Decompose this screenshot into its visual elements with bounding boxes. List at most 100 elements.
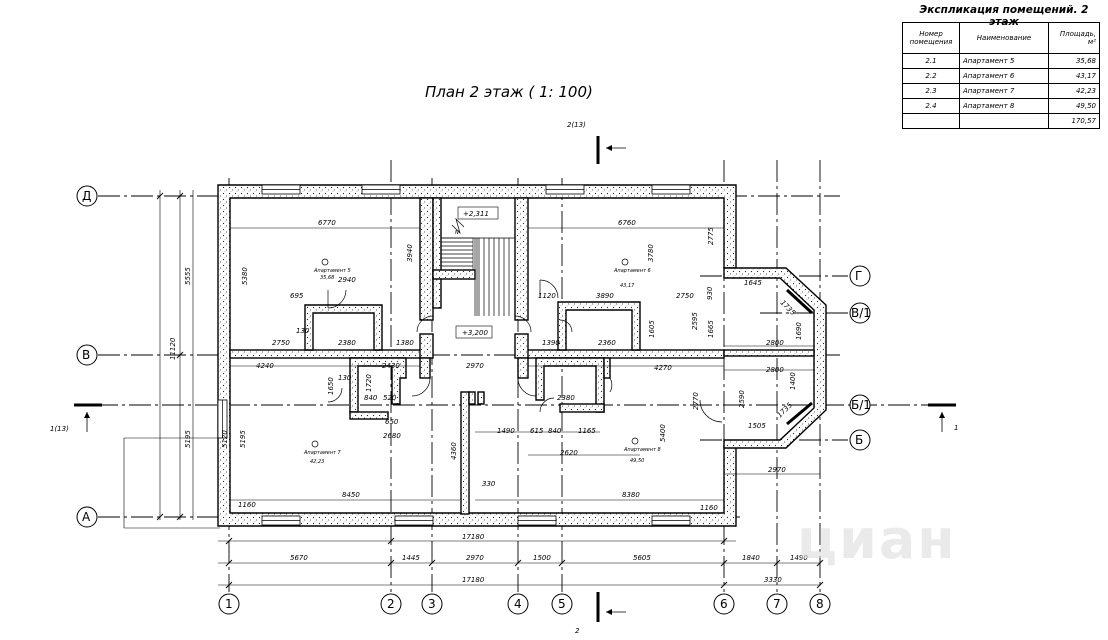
svg-text:2595: 2595 — [691, 312, 699, 330]
svg-text:1735: 1735 — [779, 299, 798, 318]
room-name: Апартамент 8 — [623, 447, 661, 453]
dim-5605: 5605 — [633, 554, 651, 562]
inner-walls — [229, 197, 815, 515]
svg-text:Б/1: Б/1 — [851, 398, 871, 412]
svg-text:1380: 1380 — [396, 339, 414, 347]
svg-text:3: 3 — [428, 597, 436, 611]
svg-text:520: 520 — [383, 394, 397, 402]
svg-text:2380: 2380 — [557, 394, 575, 402]
svg-text:1165: 1165 — [578, 427, 596, 435]
dim-5195: 5195 — [184, 430, 192, 448]
svg-text:615: 615 — [530, 427, 544, 435]
svg-text:1645: 1645 — [744, 279, 762, 287]
dim-5555: 5555 — [184, 267, 192, 285]
room-area: 43,17 — [620, 283, 635, 289]
svg-text:840: 840 — [548, 427, 562, 435]
table-row: 2.2 Апартамент 6 43,17 — [902, 68, 1100, 84]
axis-bubbles-vertical: 1 2 3 4 5 6 7 8 — [218, 593, 831, 615]
table-row: 2.4 Апартамент 8 49,50 — [902, 98, 1100, 114]
svg-text:1490: 1490 — [497, 427, 515, 435]
svg-text:1390: 1390 — [542, 339, 560, 347]
door-swings — [327, 279, 723, 423]
svg-text:1665: 1665 — [707, 320, 715, 338]
svg-text:130: 130 — [338, 374, 352, 382]
svg-text:2970: 2970 — [768, 466, 786, 474]
svg-text:2430: 2430 — [382, 362, 400, 370]
svg-text:8380: 8380 — [622, 491, 640, 499]
col-header-name: Наименование — [959, 22, 1049, 54]
svg-text:2620: 2620 — [560, 449, 578, 457]
svg-text:В/1: В/1 — [851, 306, 871, 320]
stair-north-mark: N — [455, 230, 459, 236]
col-header-number: Номер помещения — [902, 22, 960, 54]
dimension-lines — [123, 190, 820, 586]
section-left-label: 1(13) — [50, 425, 69, 433]
level-mark-1: +2,311 — [463, 210, 489, 218]
table-total-row: 170,57 — [902, 113, 1100, 129]
svg-text:695: 695 — [290, 292, 304, 300]
svg-text:6770: 6770 — [318, 219, 336, 227]
svg-text:3940: 3940 — [406, 244, 414, 262]
svg-text:2590: 2590 — [738, 390, 746, 408]
svg-text:Д: Д — [82, 189, 91, 203]
dim-1840: 1840 — [742, 554, 760, 562]
svg-text:650: 650 — [385, 418, 399, 426]
room-name: Апартамент 6 — [613, 268, 651, 274]
section-right-label: 1 — [954, 424, 958, 432]
room-name: Апартамент 7 — [303, 450, 342, 456]
room-name: Апартамент 5 — [313, 268, 351, 274]
staircase — [440, 217, 515, 316]
svg-text:4270: 4270 — [654, 364, 672, 372]
dimension-ticks — [156, 192, 824, 589]
svg-text:5: 5 — [558, 597, 566, 611]
svg-text:330: 330 — [482, 480, 496, 488]
svg-text:А: А — [82, 510, 91, 524]
svg-text:В: В — [82, 348, 90, 362]
section-marks: 2(13) 2 1(13) 1 — [50, 121, 958, 635]
outer-walls — [217, 184, 827, 527]
svg-text:1120: 1120 — [538, 292, 556, 300]
dim-5195b: 5195 — [239, 430, 247, 448]
dim-1490: 1490 — [790, 554, 808, 562]
svg-text:2800: 2800 — [766, 366, 784, 374]
axis-bubbles-horizontal: Д Г В/1 В Б/1 Б А — [76, 185, 871, 528]
svg-text:4: 4 — [514, 597, 522, 611]
windows — [217, 184, 814, 526]
dim-1500: 1500 — [533, 554, 551, 562]
svg-text:2770: 2770 — [692, 392, 700, 410]
room-area: 35,68 — [320, 275, 334, 281]
svg-text:4240: 4240 — [256, 362, 274, 370]
plan-title: План 2 этаж ( 1: 100) — [425, 83, 593, 101]
level-mark-2: +3,200 — [462, 329, 488, 337]
section-bottom-label: 2 — [575, 627, 580, 635]
svg-text:5400: 5400 — [659, 424, 667, 442]
svg-text:4360: 4360 — [450, 442, 458, 460]
svg-text:2940: 2940 — [338, 276, 356, 284]
svg-text:2800: 2800 — [766, 339, 784, 347]
svg-text:3780: 3780 — [647, 244, 655, 262]
dim-5120: 5120 — [221, 430, 229, 448]
svg-text:7: 7 — [773, 597, 781, 611]
svg-text:930: 930 — [706, 286, 714, 300]
svg-text:6760: 6760 — [618, 219, 636, 227]
svg-text:2680: 2680 — [383, 432, 401, 440]
svg-text:8450: 8450 — [342, 491, 360, 499]
table-row: 2.3 Апартамент 7 42,23 — [902, 83, 1100, 99]
explication-table: Номер помещения Наименование Площадь, м²… — [902, 22, 1100, 129]
dim-17180-total: 17180 — [462, 576, 485, 584]
svg-text:1650: 1650 — [327, 377, 335, 395]
svg-text:1605: 1605 — [648, 320, 656, 338]
dim-17180-inner: 17180 — [462, 533, 485, 541]
svg-text:1720: 1720 — [365, 374, 373, 392]
svg-text:3890: 3890 — [596, 292, 614, 300]
svg-text:1160: 1160 — [238, 501, 256, 509]
table-row: 2.1 Апартамент 5 35,68 — [902, 53, 1100, 69]
svg-text:1735: 1735 — [776, 401, 795, 420]
svg-text:840: 840 — [364, 394, 378, 402]
room-area: 49,50 — [630, 458, 644, 464]
dim-1445: 1445 — [402, 554, 420, 562]
svg-text:1: 1 — [225, 597, 233, 611]
dimension-texts: 5670 1445 2970 1500 5605 1840 1490 17180… — [169, 219, 808, 584]
dim-5380: 5380 — [241, 267, 249, 285]
